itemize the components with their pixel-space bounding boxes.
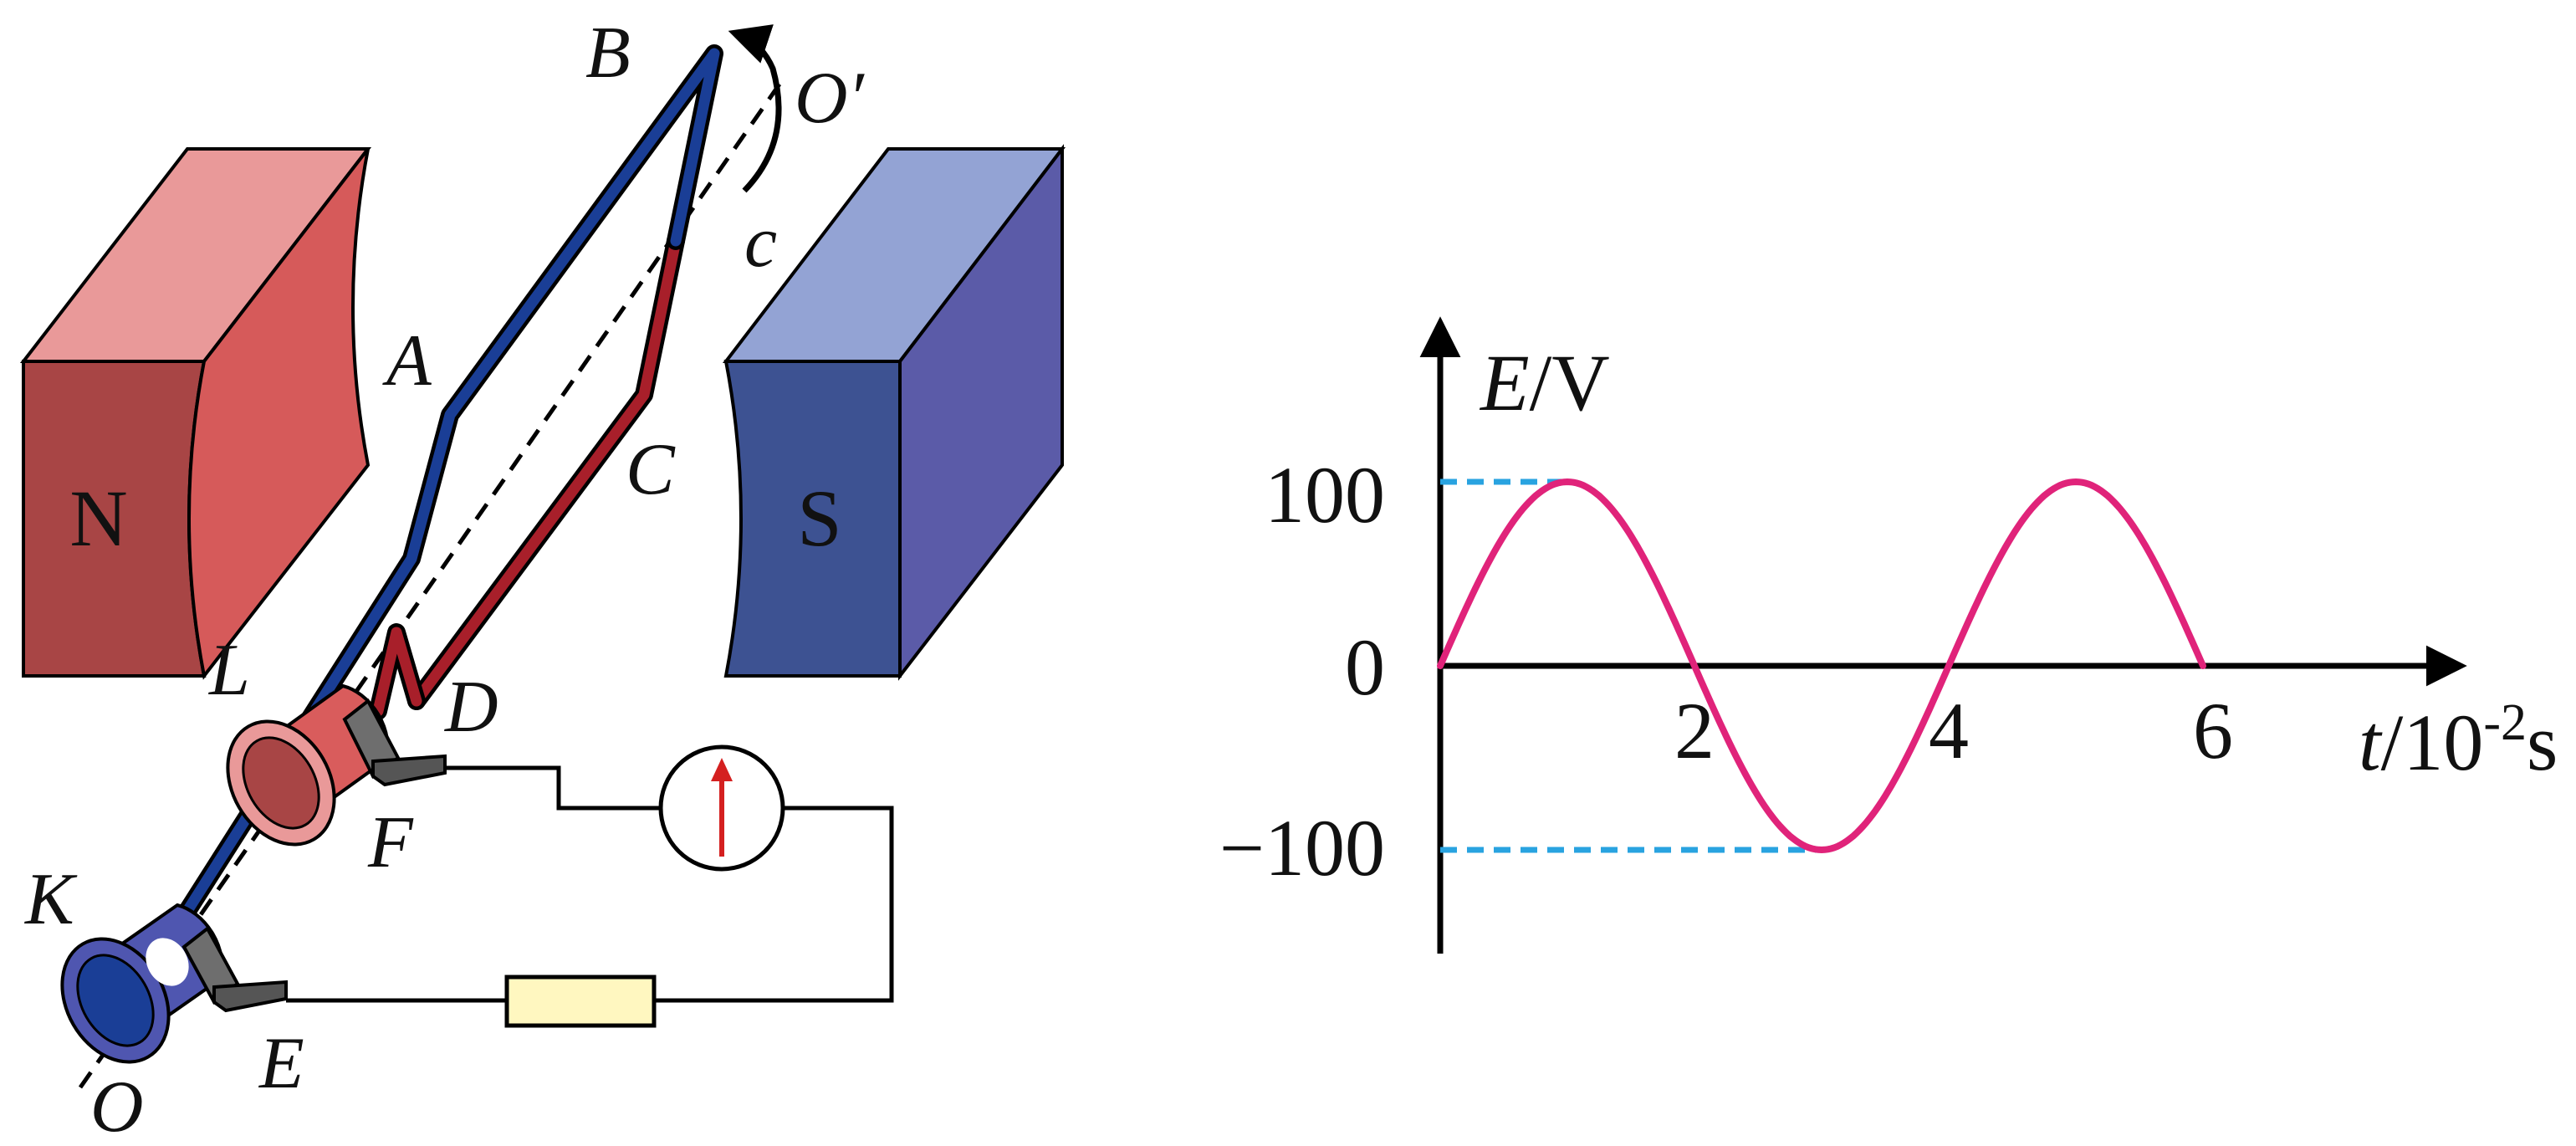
north-magnet-label: N <box>69 473 127 563</box>
south-magnet-side <box>898 144 1064 681</box>
label-f: F <box>367 802 414 883</box>
label-l: L <box>207 630 250 711</box>
south-magnet: S <box>722 144 1066 681</box>
slip-ring-l-hole <box>242 736 320 830</box>
north-magnet-concave-face <box>187 147 371 680</box>
brush-e-foot <box>212 980 288 1013</box>
y-tick-100: 100 <box>1265 450 1385 540</box>
y-axis-label-var: E <box>1479 338 1530 427</box>
label-c-small: c <box>744 202 777 283</box>
label-d: D <box>444 667 498 748</box>
north-magnet: N <box>19 147 372 680</box>
label-b: B <box>585 13 631 94</box>
south-magnet-label: S <box>797 473 841 563</box>
coil-red-lead <box>372 627 422 717</box>
y-tick-neg-100: −100 <box>1219 803 1385 893</box>
slip-ring-k-hole <box>76 954 155 1047</box>
resistor-icon <box>504 975 657 1028</box>
label-o: O <box>90 1067 144 1146</box>
brush-f <box>342 698 447 787</box>
label-a: A <box>382 320 432 402</box>
brush-f-foot <box>371 754 447 787</box>
coil <box>141 44 723 978</box>
x-axis-label: t/10-2s <box>2359 694 2558 787</box>
label-k: K <box>23 859 78 940</box>
x-axis-label-unit: /10 <box>2381 698 2484 787</box>
x-axis-label-var: t <box>2359 698 2383 787</box>
south-magnet-front <box>723 360 902 678</box>
emf-series-line <box>1437 478 2206 854</box>
x-tick-6: 6 <box>2193 686 2233 775</box>
label-o-prime: O′ <box>795 58 866 139</box>
generator-diagram: N S <box>19 13 1066 1146</box>
y-axis-label: E/V <box>1479 338 1610 427</box>
coil-side-blue <box>145 48 720 975</box>
brush-e <box>181 925 288 1013</box>
circuit-wire-top <box>445 765 661 811</box>
x-axis-label-exp: -2 <box>2483 694 2527 751</box>
label-c: C <box>626 429 676 510</box>
coil-side-red <box>411 235 682 707</box>
slip-ring-k-inner-highlight <box>146 938 189 986</box>
y-axis-label-unit: /V <box>1530 338 1610 427</box>
emf-chart: E/V t/10-2s 100 0 −100 2 4 6 <box>1219 316 2558 954</box>
label-e: E <box>258 1023 304 1104</box>
rotation-arrow-icon <box>728 24 782 193</box>
brush-icon <box>181 925 240 1005</box>
slip-ring-k <box>60 903 224 1064</box>
galvanometer <box>658 744 785 872</box>
circuit-wire-right <box>654 806 894 1003</box>
y-tick-0: 0 <box>1345 622 1385 712</box>
galvanometer-needle-tip <box>711 758 733 781</box>
x-axis-label-tail: s <box>2527 698 2558 787</box>
